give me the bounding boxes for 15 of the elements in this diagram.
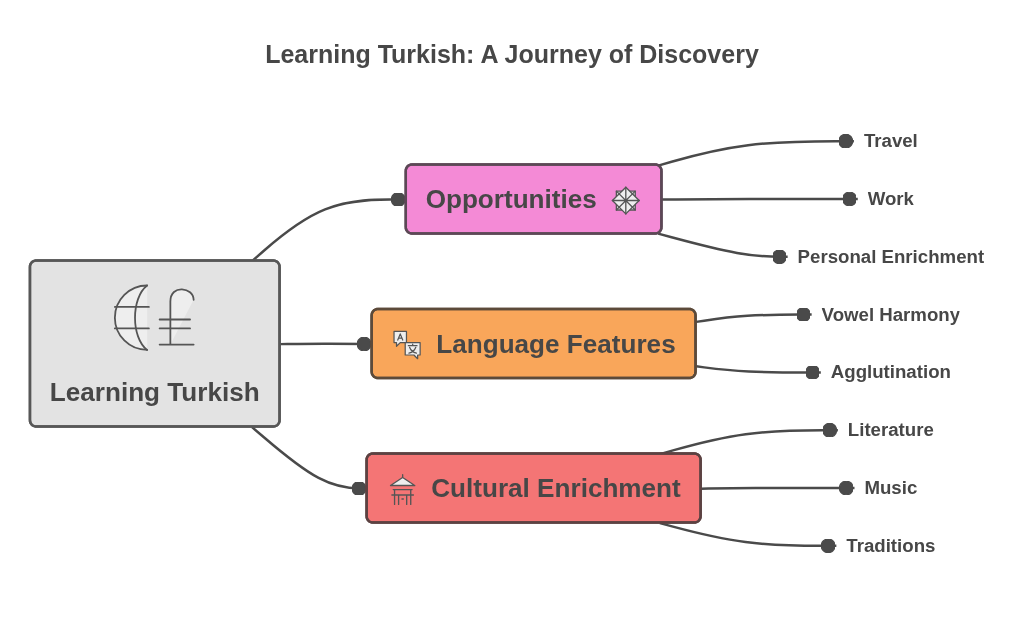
connector [701, 480, 855, 496]
connector [662, 191, 858, 207]
diagram-title: Learning Turkish: A Journey of Discovery [265, 40, 759, 68]
connector [657, 133, 854, 167]
node-text: Work [867, 187, 914, 209]
node-text: Personal Enrichment [797, 245, 985, 267]
connector [696, 364, 821, 380]
node-text: Travel [863, 129, 918, 151]
node-text: Literature [847, 418, 934, 440]
connector [696, 307, 812, 324]
node-text: Vowel Harmony [821, 303, 961, 325]
connector [657, 232, 788, 265]
node-text: Traditions [846, 534, 936, 556]
node-text: Agglutination [830, 360, 951, 383]
node-text: Music [864, 476, 918, 498]
